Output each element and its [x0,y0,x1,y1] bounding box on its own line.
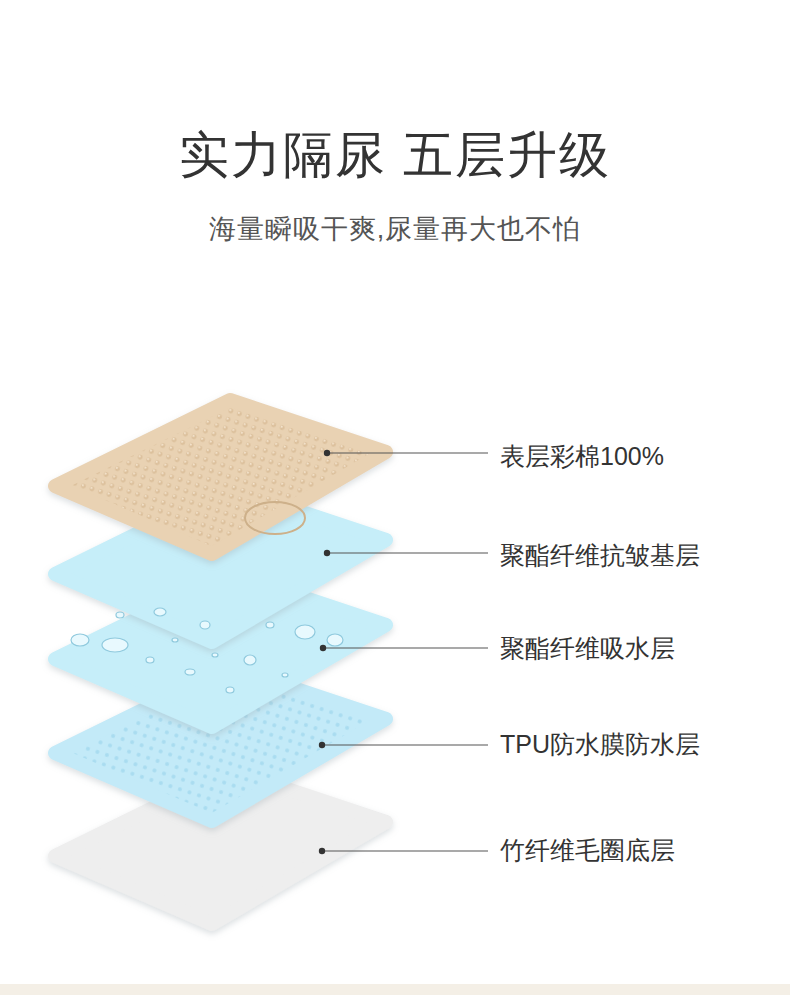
water-drop [226,687,234,693]
leader-line [327,552,488,553]
part-label: 竹纤维毛圈底层 [500,835,675,865]
leader-dot [319,848,325,854]
water-drop [71,634,89,646]
leader-line [323,647,488,648]
water-drop [282,673,288,677]
water-drop [172,638,178,642]
water-drop [116,612,124,618]
water-drop [185,669,195,675]
water-drop [146,657,154,663]
cotton-layer [55,400,386,554]
leader-dot [319,742,325,748]
part-label: 表层彩棉100% [500,441,664,471]
water-drop [200,621,210,629]
part-label: TPU防水膜防水层 [500,729,700,759]
leader-line [322,850,488,851]
water-drop [295,625,315,639]
water-drop [212,653,218,657]
emboss-logo [245,502,305,534]
water-drop [154,608,166,616]
leader-dot [324,550,330,556]
bottom-band [0,984,790,995]
water-drop [327,634,343,646]
leader-line [322,744,488,745]
leader-dot [320,645,326,651]
leader-dot [324,450,330,456]
part-label: 聚酯纤维吸水层 [500,633,675,663]
leader-line [327,452,488,453]
water-drop [266,622,274,628]
part-label: 聚酯纤维抗皱基层 [500,540,700,570]
caption: 海量瞬吸干爽,尿量再大也不怕 [209,213,582,245]
water-drop [244,655,256,665]
water-drop [102,638,128,652]
title: 实力隔尿 五层升级 [179,125,611,185]
